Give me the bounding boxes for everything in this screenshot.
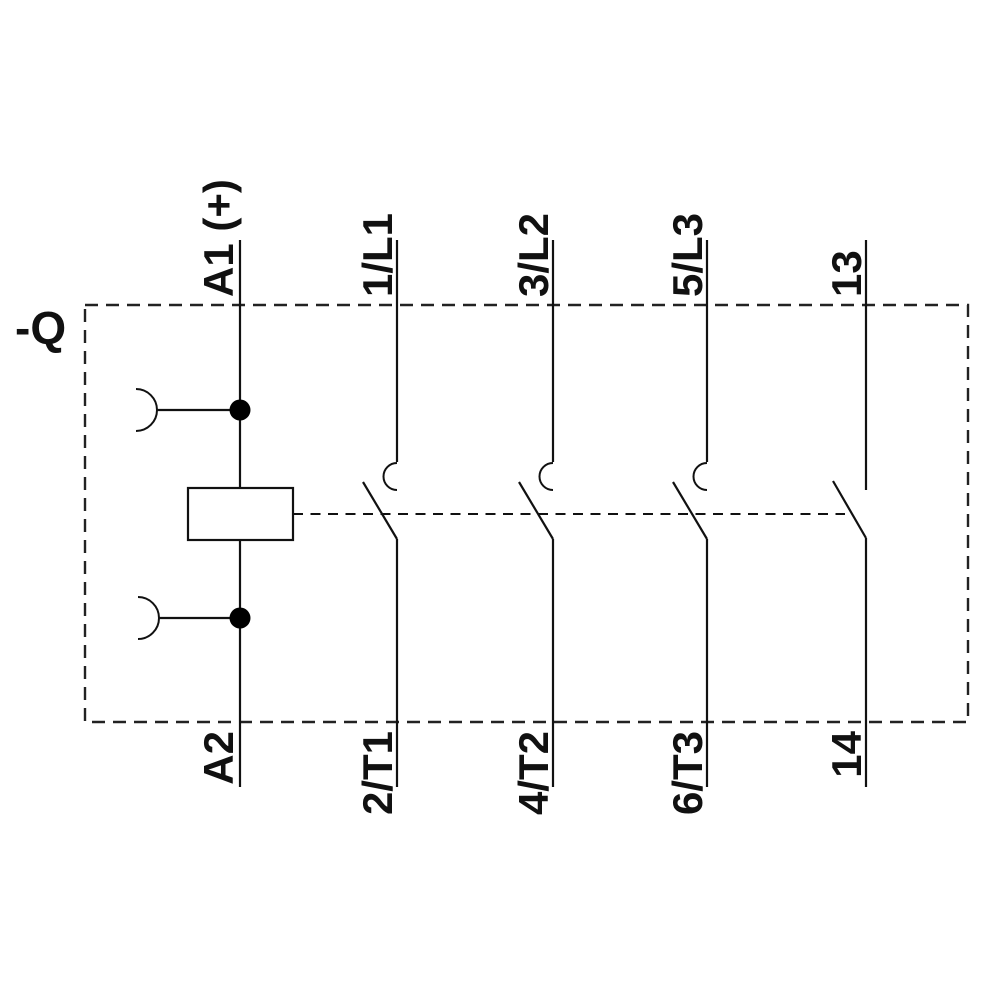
pole3-fixed-contact-arc xyxy=(692,462,708,491)
aux-contact-blade xyxy=(832,480,867,539)
terminal-label-1l1: 1/L1 xyxy=(354,213,401,297)
terminal-label-14: 14 xyxy=(823,730,870,777)
device-enclosure-outline xyxy=(83,303,970,724)
junction-dot-bottom xyxy=(229,607,251,629)
pole1-contact-blade xyxy=(362,481,398,540)
aux-contact: 13 14 xyxy=(823,240,870,787)
terminal-label-2t1: 2/T1 xyxy=(354,731,401,815)
coil-circuit: A1 (+) A2 xyxy=(135,179,295,787)
terminal-label-a1: A1 (+) xyxy=(195,179,242,297)
coil-symbol xyxy=(186,486,295,542)
main-pole-3: 5/L3 6/T3 xyxy=(664,213,711,815)
plug-connection-arc-top xyxy=(135,388,158,432)
terminal-label-3l2: 3/L2 xyxy=(510,213,557,297)
pole1-fixed-contact-arc xyxy=(382,462,398,491)
pole2-contact-blade xyxy=(518,481,554,540)
main-pole-2: 3/L2 4/T2 xyxy=(510,213,557,815)
plug-connection-arc-bottom xyxy=(137,596,160,640)
terminal-label-6t3: 6/T3 xyxy=(664,731,711,815)
pole3-contact-blade xyxy=(672,481,708,540)
device-label: -Q xyxy=(15,302,66,354)
pole2-fixed-contact-arc xyxy=(538,462,554,491)
terminal-label-5l3: 5/L3 xyxy=(664,213,711,297)
terminal-label-4t2: 4/T2 xyxy=(510,731,557,815)
main-pole-1: 1/L1 2/T1 xyxy=(354,213,401,815)
terminal-label-13: 13 xyxy=(823,250,870,297)
terminal-label-a2: A2 xyxy=(195,731,242,785)
junction-dot-top xyxy=(229,399,251,421)
